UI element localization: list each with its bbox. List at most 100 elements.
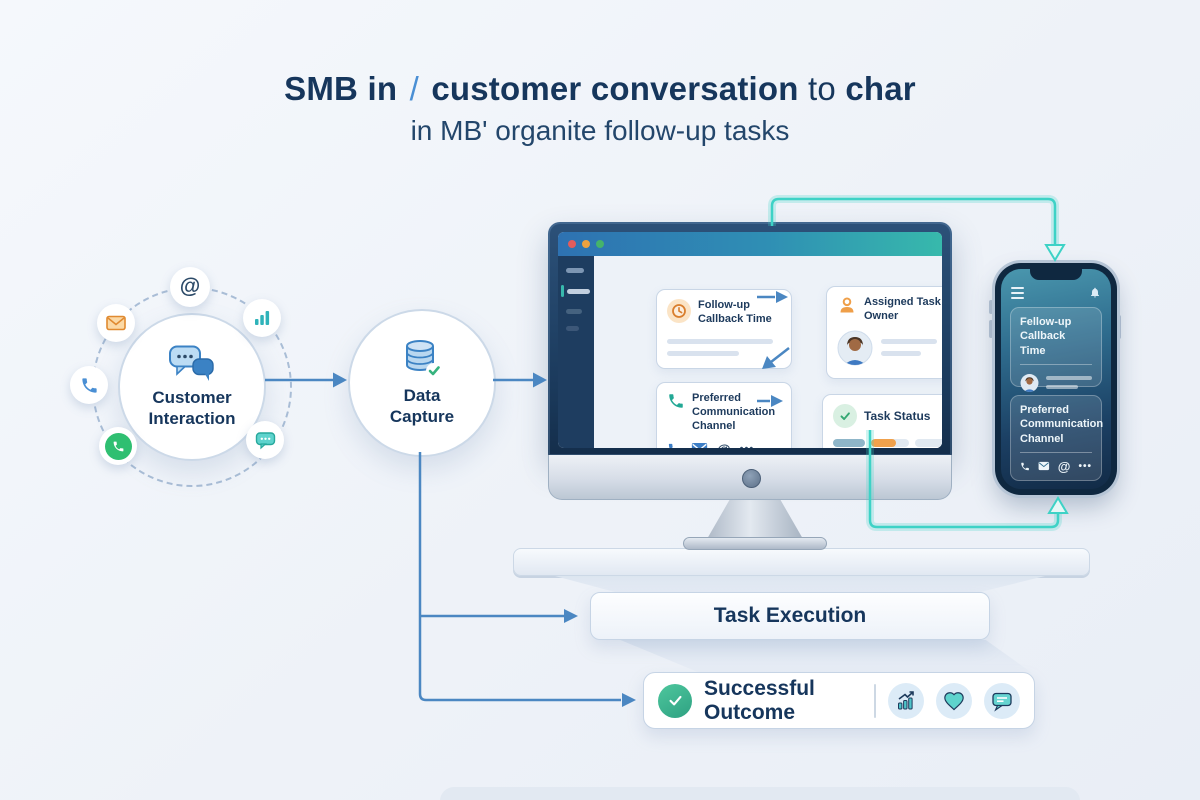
phone-volume-button [989, 300, 993, 314]
title-part-2: customer conversation [431, 70, 799, 107]
sidebar-active-item [561, 285, 594, 297]
bell-icon [1091, 287, 1099, 298]
smartphone: Fellow-up Callback Time [995, 263, 1117, 495]
card-channel-title-line1: Preferred [692, 392, 741, 404]
phone-icon [669, 394, 683, 408]
progress-fill-orange [871, 439, 896, 447]
phone-card1-line1: Fellow-up [1020, 316, 1072, 328]
skeleton-line [1046, 376, 1092, 381]
successful-outcome-bar: Successful Outcome [643, 672, 1035, 729]
more-dots-icon: ••• [1078, 460, 1092, 472]
funnel-to-successful-outcome [620, 640, 1032, 673]
title-line-2: in MB' organite follow-up tasks [410, 115, 790, 146]
check-icon [833, 404, 857, 428]
card-channel-title: Preferred Communication Channel [692, 392, 775, 433]
phone-icon [1021, 462, 1029, 471]
title-part-3: to [808, 70, 836, 107]
phone-card-channel: Preferred Communication Channel @ ••• [1010, 395, 1104, 481]
window-minimize-dot [582, 240, 590, 248]
monitor-stand-neck [707, 499, 803, 539]
card-followup-title-line1: Follow-up [698, 299, 750, 311]
card-channel-title-line2: Communication [692, 405, 776, 418]
avatar [1020, 373, 1039, 392]
avatar-skeletons [881, 339, 937, 356]
card-owner-title-line1: Assigned Task [864, 296, 941, 308]
chat-bubbles-icon [169, 345, 214, 381]
customer-interaction-label: Customer Interaction [149, 387, 236, 430]
menu-icon [1011, 286, 1024, 299]
bar-chart-glyph [255, 311, 270, 325]
email-icon [1038, 462, 1050, 471]
window-close-dot [568, 240, 576, 248]
avatar [837, 330, 873, 365]
phone-card2-line3: Channel [1020, 432, 1064, 445]
success-check-icon [658, 683, 692, 718]
customer-interaction-label-line2: Interaction [148, 409, 236, 428]
title-slash: / [409, 70, 419, 107]
channel-icons-row: @ ••• [667, 441, 781, 448]
growth-chart-icon [888, 682, 924, 719]
card-owner-title-line2: Owner [864, 309, 899, 322]
chat-bubble-glyph [255, 431, 275, 449]
browser-topbar [558, 232, 942, 256]
more-dots-icon: ••• [740, 443, 755, 448]
phone-icon [70, 366, 108, 404]
phone-card1-line2: Callback Time [1020, 330, 1066, 357]
data-capture-label-line2: Capture [389, 407, 455, 426]
desk-surface [513, 548, 1090, 576]
sidebar-skeleton-4 [566, 326, 579, 331]
skeleton-line [881, 339, 937, 344]
sidebar-skeleton-2 [567, 288, 590, 294]
skeleton-line [1046, 385, 1078, 390]
at-symbol-icon: @ [1057, 458, 1071, 474]
title-part-4: char [845, 70, 916, 107]
phone-notch [1030, 269, 1082, 280]
card-preferred-channel: Preferred Communication Channel @ ••• [656, 382, 792, 448]
card-followup-callback-time: Follow-up Callback Time [656, 289, 792, 369]
skeleton-line [881, 351, 921, 356]
at-symbol-glyph: @ [179, 275, 201, 298]
progress-segment-teal [833, 439, 865, 447]
card-assigned-task-owner: Assigned Task Owner [826, 286, 942, 379]
bar-chart-icon [243, 299, 281, 337]
data-capture-label-line1: Data [403, 385, 441, 405]
at-symbol-icon: @ [717, 441, 731, 448]
database-icon [406, 339, 442, 379]
app-sidebar [558, 256, 594, 448]
chat-bubble-icon [246, 421, 284, 459]
bottom-shelf [440, 787, 1080, 800]
progress-segment-gray [915, 439, 942, 447]
funnel-to-task-execution [555, 576, 1045, 593]
speech-bubble-icon [984, 682, 1020, 719]
monitor-screen: Follow-up Callback Time Ass [558, 232, 942, 448]
monitor-stand-base [683, 537, 827, 550]
at-symbol-icon: @ [170, 267, 210, 307]
customer-interaction-label-line1: Customer [152, 387, 232, 407]
phone-glyph [81, 377, 97, 393]
progress-segment-orange [871, 439, 909, 447]
card-status-title: Task Status [864, 408, 931, 423]
monitor-logo-button [742, 469, 761, 488]
task-execution-bar: Task Execution [590, 592, 990, 640]
phone-card-callback: Fellow-up Callback Time [1010, 307, 1102, 392]
phone-icon [668, 443, 673, 448]
phone-card2-line2: Communication [1020, 418, 1104, 431]
person-icon [840, 297, 854, 313]
phone-card2-line1: Preferred [1020, 404, 1069, 416]
window-maximize-dot [596, 240, 604, 248]
phone-channel-icons-row: @ ••• [1020, 459, 1092, 474]
skeleton-line [667, 338, 773, 344]
data-capture-label: Data Capture [390, 385, 454, 428]
whatsapp-icon [99, 427, 137, 465]
status-progress-bar [833, 439, 942, 447]
whatsapp-glyph [104, 432, 132, 460]
screen-content: Follow-up Callback Time Ass [594, 256, 942, 448]
heart-icon [936, 682, 972, 719]
page-title: SMB in / customer conversation to char i… [0, 70, 1200, 147]
title-part-1: SMB in [284, 70, 398, 107]
clock-icon [667, 299, 691, 323]
successful-outcome-label: Successful Outcome [704, 676, 815, 724]
card-task-status: Task Status [822, 394, 942, 448]
envelope-glyph [106, 315, 126, 331]
